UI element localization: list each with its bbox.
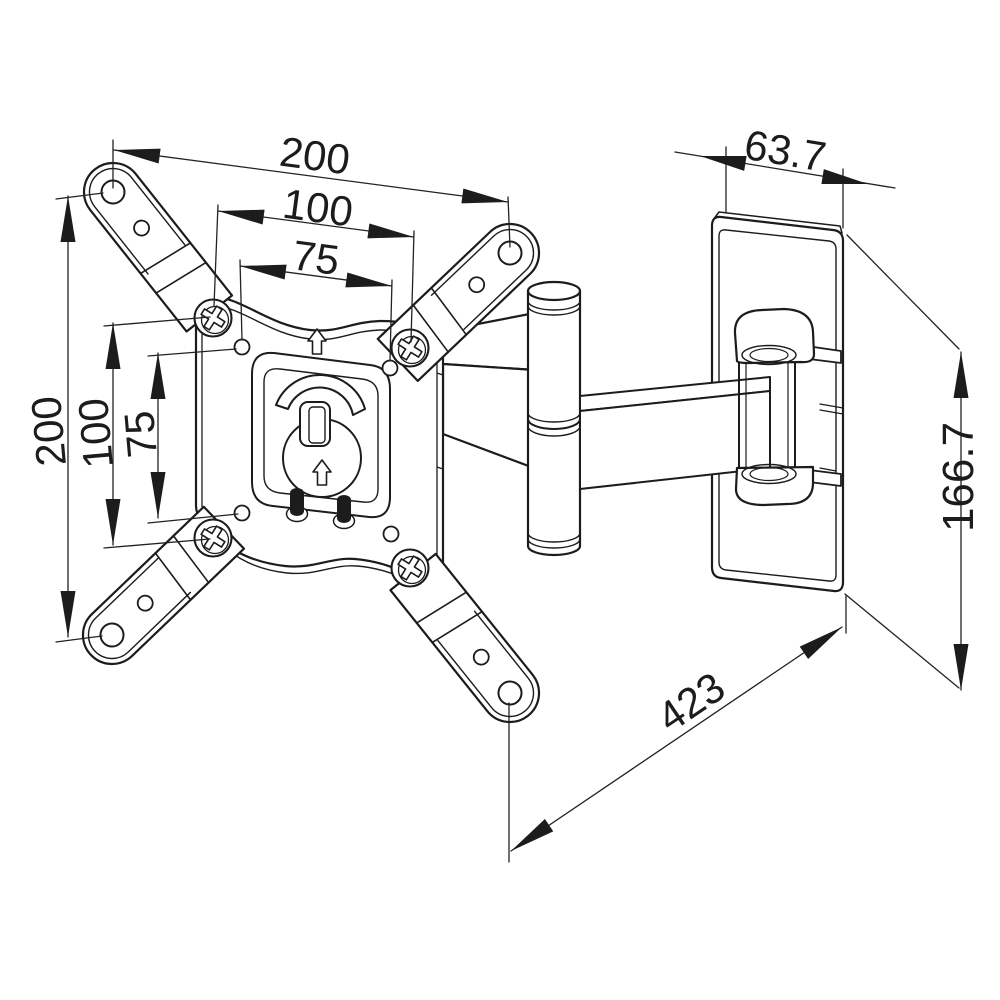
dim-label-arm-extension: 423 bbox=[649, 663, 733, 741]
dim-label-left-100: 100 bbox=[69, 396, 122, 470]
dimension-lines bbox=[55, 139, 969, 863]
arm-segment-two bbox=[579, 376, 771, 490]
dim-label-left-200: 200 bbox=[22, 394, 75, 468]
dim-label-left-75: 75 bbox=[115, 409, 166, 460]
tilt-mechanism bbox=[251, 328, 391, 530]
wall-hinge bbox=[733, 307, 842, 507]
dim-label-top-75: 75 bbox=[290, 231, 342, 284]
vesa-holes-75 bbox=[233, 338, 400, 543]
dim-label-wall-plate-width: 63.7 bbox=[741, 121, 829, 181]
dim-label-wall-plate-height: 166.7 bbox=[934, 422, 983, 532]
dim-label-top-200: 200 bbox=[277, 128, 353, 184]
dim-label-top-100: 100 bbox=[280, 180, 356, 236]
pivot-cylinder bbox=[526, 280, 582, 557]
